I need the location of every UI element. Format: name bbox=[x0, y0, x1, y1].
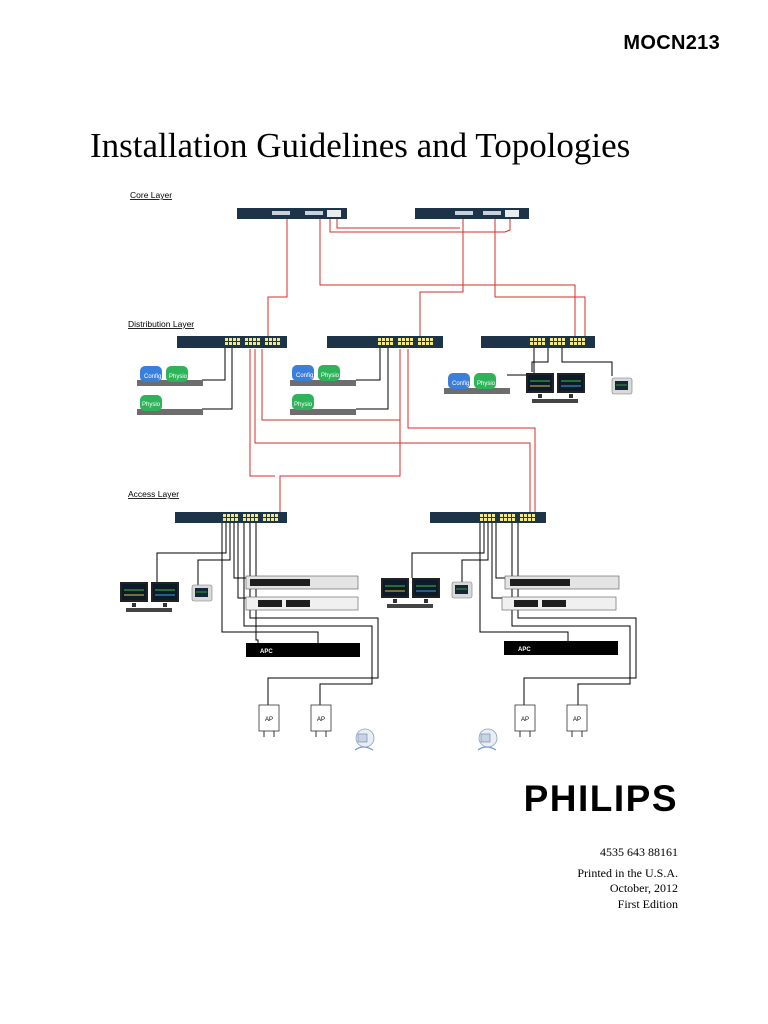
central-station-monitors-right bbox=[380, 577, 441, 609]
apc-ups-left: APC bbox=[246, 643, 360, 657]
access-point-3: AP bbox=[514, 704, 536, 738]
print-date: October, 2012 bbox=[609, 881, 678, 895]
access-switch-stack-left bbox=[245, 575, 359, 611]
access-switch-2 bbox=[430, 512, 546, 523]
access-layer-label: Access Layer bbox=[128, 489, 179, 499]
server-group-1: Config Physio Physio bbox=[137, 366, 203, 415]
ap-label: AP bbox=[573, 717, 581, 723]
apc-label: APC bbox=[518, 647, 531, 653]
server-group-2: Config Physio Physio bbox=[290, 365, 356, 415]
access-point-1: AP bbox=[258, 704, 280, 738]
ap-label: AP bbox=[521, 717, 529, 723]
bedside-monitor-right bbox=[451, 581, 473, 599]
uplink-lines bbox=[249, 219, 586, 512]
distribution-switch-1 bbox=[177, 336, 287, 348]
philips-logo: PHILIPS bbox=[523, 778, 678, 819]
physio-label: Physio bbox=[142, 402, 161, 408]
access-point-4: AP bbox=[566, 704, 588, 738]
document-code: MOCN213 bbox=[623, 32, 720, 54]
access-switch-1 bbox=[175, 512, 287, 523]
apc-ups-right: APC bbox=[504, 641, 618, 655]
distribution-layer-label: Distribution Layer bbox=[128, 319, 194, 329]
server-group-3: Config Physio bbox=[444, 373, 510, 394]
apc-label: APC bbox=[260, 649, 273, 655]
edition: First Edition bbox=[617, 897, 678, 911]
part-number: 4535 643 88161 bbox=[600, 845, 678, 859]
document-title: Installation Guidelines and Topologies bbox=[90, 126, 631, 165]
physio-label: Physio bbox=[477, 381, 496, 387]
ap-label: AP bbox=[317, 717, 325, 723]
core-switch-2 bbox=[415, 208, 529, 219]
telemetry-device-right bbox=[477, 728, 498, 751]
central-station-monitors bbox=[525, 372, 586, 404]
bedside-monitor-left bbox=[191, 584, 213, 602]
config-label: Config bbox=[296, 373, 313, 379]
distribution-switch-2 bbox=[327, 336, 443, 348]
access-point-2: AP bbox=[310, 704, 332, 738]
physio-label: Physio bbox=[169, 374, 188, 380]
physio-label: Physio bbox=[321, 373, 340, 379]
bedside-monitor bbox=[611, 377, 633, 395]
telemetry-device-left bbox=[354, 728, 375, 751]
core-layer-label: Core Layer bbox=[130, 190, 172, 200]
central-station-monitors-left bbox=[119, 581, 180, 613]
config-label: Config bbox=[144, 374, 161, 380]
distribution-switch-3 bbox=[481, 336, 595, 348]
ap-label: AP bbox=[265, 717, 273, 723]
config-label: Config bbox=[452, 381, 469, 387]
printed-location: Printed in the U.S.A. bbox=[577, 866, 678, 880]
physio-label: Physio bbox=[294, 402, 313, 408]
access-switch-stack-right bbox=[501, 575, 620, 611]
core-switch-1 bbox=[237, 208, 347, 219]
